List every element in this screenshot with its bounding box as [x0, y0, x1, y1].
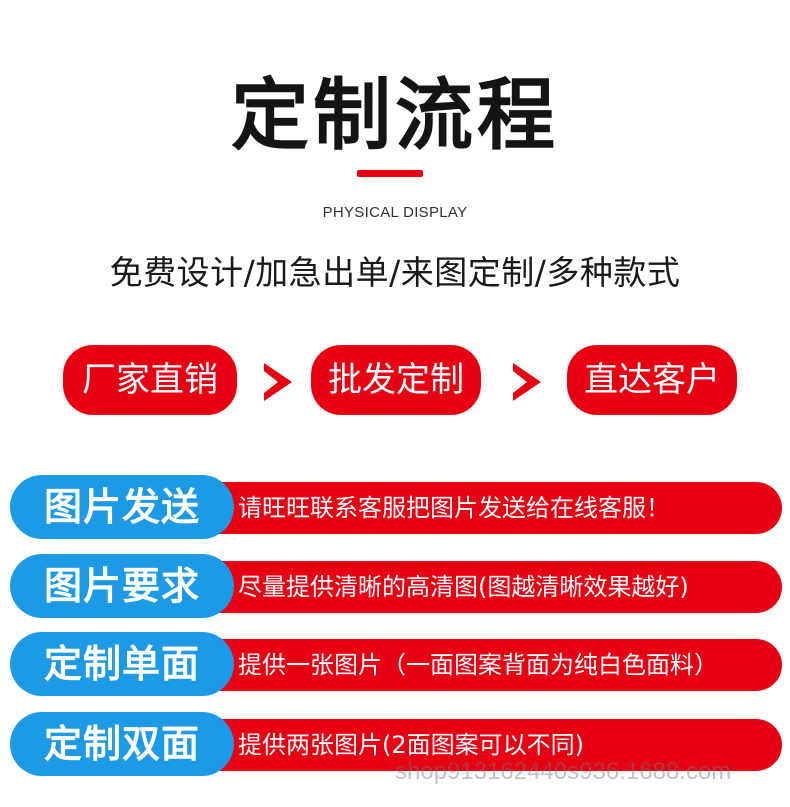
- page-subtitle: PHYSICAL DISPLAY: [322, 204, 468, 221]
- info-row: 定制双面 提供两张图片(2面图案可以不同): [0, 712, 790, 776]
- info-row-label: 定制单面: [10, 632, 234, 696]
- flow-step-factory: 厂家直销: [63, 345, 237, 415]
- info-row-text: 请旺旺联系客服把图片发送给在线客服！: [238, 494, 670, 522]
- info-row-bar: [180, 561, 782, 613]
- flow-step-wholesale: 批发定制: [311, 345, 481, 415]
- info-row-bar: [180, 482, 782, 534]
- info-row-label: 图片要求: [10, 554, 234, 618]
- info-row-bar: [180, 639, 782, 691]
- info-row-bar: [180, 719, 782, 771]
- watermark: shop913162440s936.1688.com: [395, 758, 732, 785]
- info-row: 图片发送 请旺旺联系客服把图片发送给在线客服！: [0, 475, 790, 539]
- arrow-right-icon: [513, 363, 541, 401]
- info-row-text: 提供两张图片(2面图案可以不同): [238, 731, 584, 759]
- info-row-label: 定制双面: [10, 712, 234, 776]
- info-row: 图片要求 尽量提供清晰的高清图(图越清晰效果越好): [0, 554, 790, 618]
- info-row: 定制单面 提供一张图片（一面图案背面为纯白色面料）: [0, 632, 790, 696]
- flow-step-customer: 直达客户: [567, 345, 737, 415]
- title-underline: [357, 170, 423, 177]
- info-row-text: 提供一张图片（一面图案背面为纯白色面料）: [238, 651, 718, 679]
- info-row-label: 图片发送: [10, 475, 234, 539]
- info-row-text: 尽量提供清晰的高清图(图越清晰效果越好): [238, 573, 689, 601]
- tagline: 免费设计/加急出单/来图定制/多种款式: [109, 253, 681, 292]
- page-title: 定制流程: [230, 71, 559, 161]
- arrow-right-icon: [264, 363, 292, 401]
